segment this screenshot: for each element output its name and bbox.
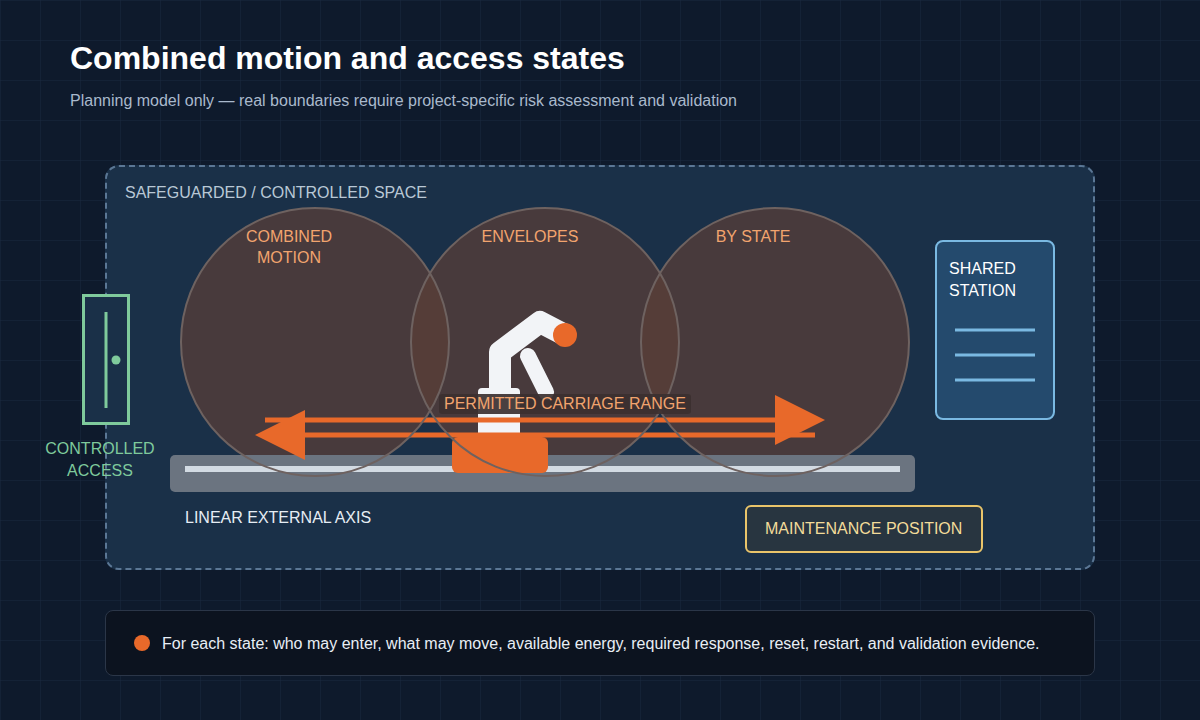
note-box: For each state: who may enter, what may … [105, 610, 1095, 676]
envelope-circle: COMBINED MOTION [181, 208, 449, 476]
box-label: MAINTENANCE POSITION [747, 507, 981, 551]
door-handle [112, 356, 121, 365]
circle-outline [641, 208, 909, 476]
circle-outline [181, 208, 449, 476]
axis-label: LINEAR EXTERNAL AXIS [185, 508, 371, 528]
region-fill [105, 165, 1095, 570]
station-line [955, 354, 1035, 357]
envelope-fills [181, 208, 909, 476]
note-text: For each state: who may enter, what may … [162, 633, 1040, 654]
diagram-caption: Planning model only — real boundaries re… [70, 92, 737, 110]
circle-outline [411, 208, 679, 476]
envelope-circle: ENVELOPES [411, 208, 679, 476]
position-box: MAINTENANCE POSITION [745, 505, 983, 553]
circle-outline [411, 208, 679, 476]
box-label: SHARED STATION [937, 242, 1053, 302]
access-label: CONTROLLED ACCESS [40, 438, 160, 482]
diagram-title: Combined motion and access states [70, 40, 625, 77]
range-label: PERMITTED CARRIAGE RANGE [439, 394, 691, 414]
station-line [955, 379, 1035, 382]
region-heading: SAFEGUARDED / CONTROLLED SPACE [107, 167, 427, 203]
circle-outline [641, 208, 909, 476]
envelope-label: BY STATE [653, 226, 853, 247]
station-box: SHARED STATION [935, 240, 1055, 420]
door-symbol [40, 292, 160, 427]
envelope-label: ENVELOPES [430, 226, 630, 247]
door-frame [84, 296, 129, 424]
bullet-dot [134, 635, 150, 651]
station-line [955, 329, 1035, 332]
envelope-label: COMBINED MOTION [234, 226, 344, 268]
carriage-range-arrows [255, 395, 825, 460]
circle-outline [181, 208, 449, 476]
envelope-circle: BY STATE [641, 208, 909, 476]
door-leaf [105, 312, 108, 408]
